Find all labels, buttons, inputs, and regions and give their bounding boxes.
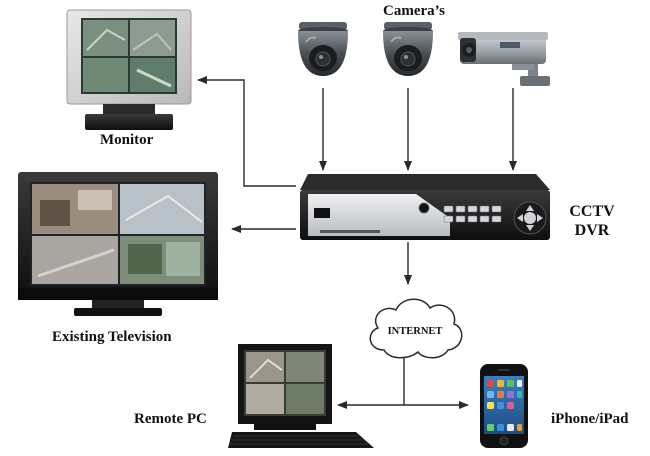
- bullet-camera-icon: [458, 32, 550, 86]
- arrow-dvr-to-monitor: [197, 76, 296, 187]
- cctv-dvr-label: CCTV DVR: [566, 202, 618, 240]
- cameras-label: Camera’s: [383, 3, 445, 19]
- monitor-label: Monitor: [100, 132, 154, 148]
- dome-camera-icon: [298, 22, 348, 76]
- dome-camera-icon: [383, 22, 433, 76]
- dvr-buttons: [443, 205, 502, 223]
- existing-television-label: Existing Television: [52, 329, 172, 345]
- remote-pc-label: Remote PC: [134, 411, 207, 427]
- dvr-label-line: DVR: [574, 222, 610, 239]
- connector-arrows: [197, 76, 517, 409]
- internet-label: INTERNET: [388, 326, 443, 337]
- crt-monitor-icon: [66, 9, 192, 130]
- smartphone-icon: [480, 364, 528, 448]
- cctv-label-line: CCTV: [569, 203, 615, 220]
- flatscreen-tv-icon: [18, 172, 218, 316]
- app-icons: [487, 380, 522, 431]
- cloud-icon: INTERNET: [369, 298, 463, 359]
- desktop-pc-icon: [228, 344, 374, 448]
- iphone-ipad-label: iPhone/iPad: [551, 411, 629, 427]
- dvr-recorder-icon: [300, 174, 550, 240]
